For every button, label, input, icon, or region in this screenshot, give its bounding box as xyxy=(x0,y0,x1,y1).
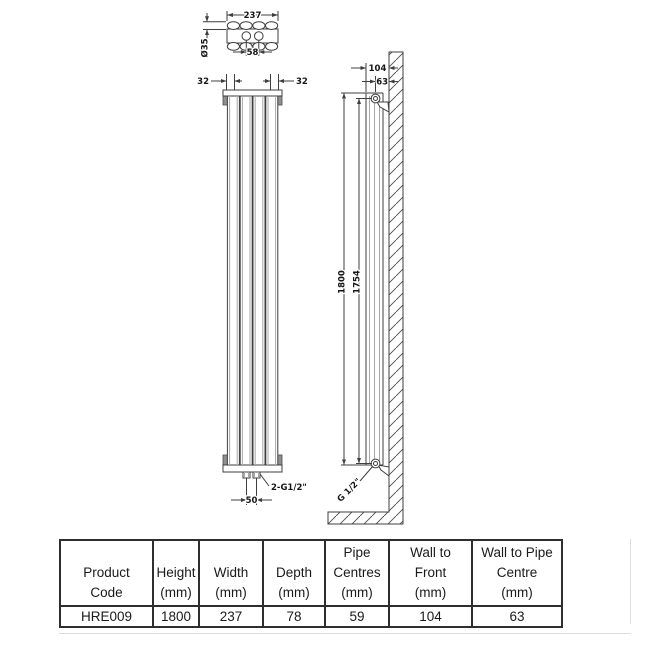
header-line: (mm) xyxy=(160,585,192,600)
front-panels xyxy=(226,95,279,466)
header-line: (mm) xyxy=(341,585,373,600)
pipe-spacing-dim-label: 58 xyxy=(247,48,259,58)
header-line: Front xyxy=(414,565,447,580)
header-line: Wall to Pipe xyxy=(481,545,553,560)
side-connection-label: G 1/2" xyxy=(336,477,364,505)
table-header-row: Product Code Height (mm) Width (mm) Dept… xyxy=(59,539,563,607)
col-header-wall-to-front: Wall to Front (mm) xyxy=(388,539,473,607)
header-line: Height xyxy=(156,565,196,580)
floor-section xyxy=(328,512,389,524)
col-header-wall-to-pipe-centre: Wall to Pipe Centre (mm) xyxy=(471,539,563,607)
col-header-product-code: Product Code xyxy=(59,539,154,607)
col-header-depth: Depth (mm) xyxy=(262,539,326,607)
cell-wall-to-front: 104 xyxy=(388,605,473,628)
side-profile xyxy=(365,92,384,466)
header-line: Product xyxy=(83,565,130,580)
radiator-front-view: 32 32 50 2-G1/2" xyxy=(196,74,309,507)
header-line: Pipe xyxy=(343,545,371,560)
col-header-height: Height (mm) xyxy=(152,539,200,607)
oval-diameter-dim-label: Ø35 xyxy=(200,38,211,57)
overall-height-dim-label: 1800 xyxy=(338,270,348,294)
header-line: Depth xyxy=(275,565,313,580)
top-width-dim-label: 237 xyxy=(244,11,262,21)
header-line: (mm) xyxy=(278,585,310,600)
header-line: Wall to xyxy=(410,545,451,560)
col-header-width: Width (mm) xyxy=(198,539,264,607)
header-line: (mm) xyxy=(414,585,447,600)
cell-height: 1800 xyxy=(152,605,200,628)
bottom-pipe-centres-dim-label: 50 xyxy=(246,496,258,506)
spec-table: Product Code Height (mm) Width (mm) Dept… xyxy=(59,539,563,628)
faint-gridline-vertical xyxy=(630,539,631,624)
header-line: (mm) xyxy=(501,585,533,600)
cell-pipe-centres: 59 xyxy=(324,605,390,628)
bottom-connection-label: 2-G1/2" xyxy=(271,483,307,493)
header-line: Centre xyxy=(496,565,538,580)
header-line: Width xyxy=(213,565,249,580)
wall-to-pipe-dim-label: 63 xyxy=(376,78,388,88)
header-line: Centres xyxy=(333,565,381,580)
left-edge-offset-dim-label: 32 xyxy=(197,77,209,87)
wall-to-front-dim-label: 104 xyxy=(369,64,387,74)
wall-section xyxy=(327,51,404,525)
technical-drawing: 237 Ø35 58 32 32 xyxy=(196,10,404,525)
cell-depth: 78 xyxy=(262,605,326,628)
faint-gridline-horizontal xyxy=(59,633,631,634)
cell-wall-to-pipe-centre: 63 xyxy=(471,605,563,628)
col-header-pipe-centres: Pipe Centres (mm) xyxy=(324,539,390,607)
header-line: (mm) xyxy=(215,585,247,600)
radiator-top-view: 237 Ø35 58 xyxy=(198,10,279,59)
radiator-side-view: 104 63 1800 1754 G 1/2" xyxy=(327,51,404,525)
bracket-centres-dim-label: 1754 xyxy=(353,270,363,294)
header-line: Code xyxy=(90,585,123,600)
right-edge-offset-dim-label: 32 xyxy=(296,77,308,87)
cell-width: 237 xyxy=(198,605,264,628)
cell-product-code: HRE009 xyxy=(59,605,154,628)
table-value-row: HRE009 1800 237 78 59 104 63 xyxy=(59,605,563,628)
